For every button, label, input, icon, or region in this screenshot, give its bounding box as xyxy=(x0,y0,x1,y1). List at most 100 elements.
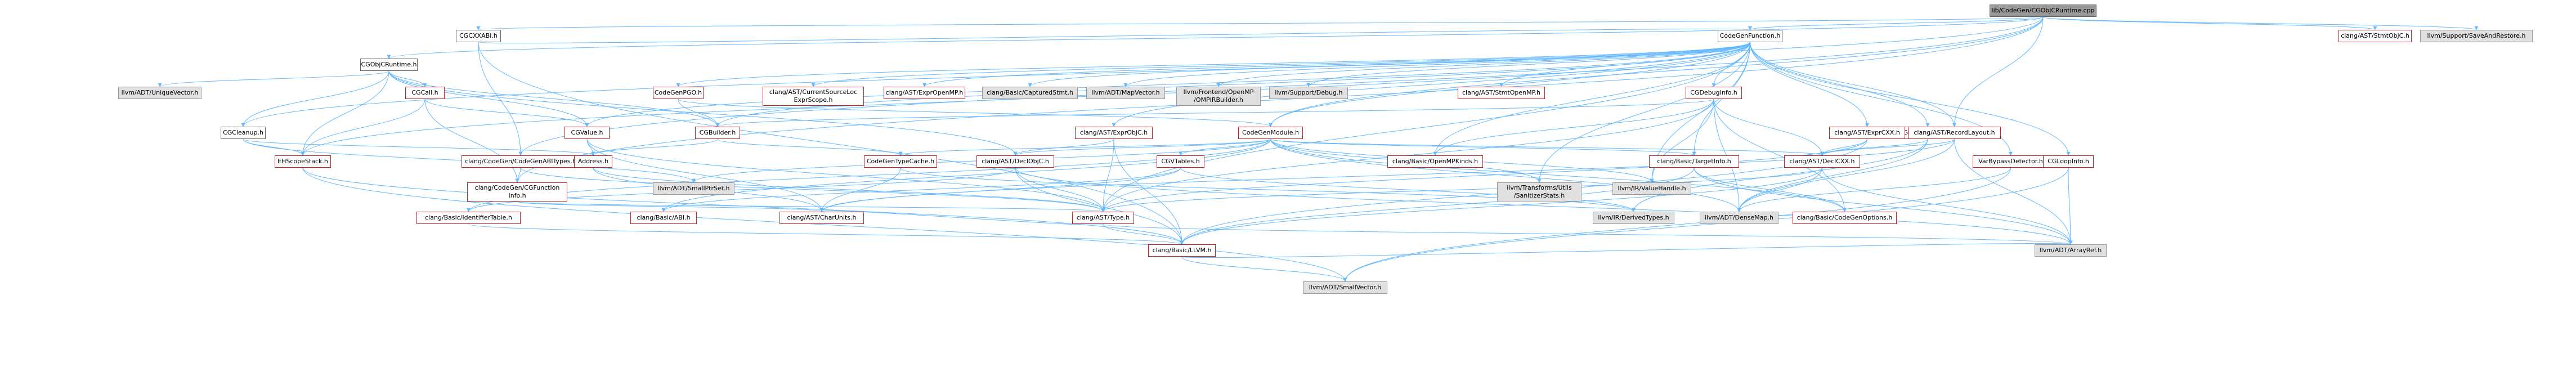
node-codegenmodule[interactable]: CodeGenModule.h xyxy=(1238,127,1303,139)
edge-asttype-to-arrayref xyxy=(1103,223,2072,245)
node-varbypass[interactable]: VarBypassDetector.h xyxy=(1973,155,2049,168)
edge-cgobjcruntime-to-cgbuilder xyxy=(388,70,720,127)
edge-cgdebuginfo-to-cgbuilder xyxy=(715,99,1714,127)
edge-cglooper-to-declcxx xyxy=(1820,138,1928,156)
edge-declcxx-to-densemap xyxy=(1737,167,1822,212)
edge-cgobjcruntime-to-uniquevector xyxy=(158,70,389,87)
node-basicabi[interactable]: clang/Basic/ABI.h xyxy=(630,212,697,224)
edge-cgdebuginfo-to-valuehandle xyxy=(1650,99,1714,183)
node-cursrcloc[interactable]: clang/AST/CurrentSourceLoc ExprScope.h xyxy=(763,87,864,106)
node-ehscopestack[interactable]: EHScopeStack.h xyxy=(275,155,331,168)
edge-cgloopinfo-to-smallvector xyxy=(1343,167,2069,282)
edge-asttype-to-basicllvm xyxy=(1103,223,1184,245)
node-uniquevector[interactable]: llvm/ADT/UniqueVector.h xyxy=(118,87,201,99)
node-cgdebuginfo[interactable]: CGDebugInfo.h xyxy=(1686,87,1742,99)
edge-cgloopinfo-to-arrayref xyxy=(2068,167,2073,245)
edge-declobjc-to-asttype xyxy=(1015,167,1105,212)
node-debug[interactable]: llvm/Support/Debug.h xyxy=(1269,87,1348,99)
edge-codegenfunction-to-openmpkinds xyxy=(1433,42,1750,156)
node-address[interactable]: Address.h xyxy=(574,155,612,168)
edge-codegenfunction-to-capturedstmt xyxy=(1028,42,1750,87)
edge-recordlayout-to-arrayref xyxy=(1954,138,2073,245)
edge-cgcxxabi-to-cgabitypes xyxy=(478,42,523,156)
edge-root-to-codegenfunction xyxy=(1748,16,2044,30)
edge-cgvtables-to-basicabi xyxy=(661,167,1181,212)
node-cgabitypes[interactable]: clang/CodeGen/CodeGenABITypes.h xyxy=(462,155,580,168)
node-stmtompt[interactable]: clang/AST/StmtOpenMP.h xyxy=(1458,87,1545,99)
node-cgfuncinfo[interactable]: clang/CodeGen/CGFunction Info.h xyxy=(467,182,567,202)
node-densemap[interactable]: llvm/ADT/DenseMap.h xyxy=(1700,212,1778,224)
edge-targetinfo-to-codegenoptions xyxy=(1694,167,1847,212)
node-mapvector[interactable]: llvm/ADT/MapVector.h xyxy=(1086,87,1165,99)
node-cgloopinfo[interactable]: CGLoopInfo.h xyxy=(2043,155,2094,168)
edge-cgobjcruntime-to-cgcleanup xyxy=(241,70,389,127)
edge-codegenfunction-to-cgloopinfo xyxy=(1750,42,2071,156)
node-cgcleanup[interactable]: CGCleanup.h xyxy=(221,127,266,139)
edge-root-to-cgfuncinfo xyxy=(515,16,2044,183)
node-exprompt[interactable]: clang/AST/ExprOpenMP.h xyxy=(884,87,965,99)
node-recordlayout[interactable]: clang/AST/RecordLayout.h xyxy=(1908,127,2001,139)
edge-declobjc-to-basicllvm xyxy=(1015,167,1184,245)
edge-cgtypecache-to-derivedtypes xyxy=(900,167,1636,212)
node-charunits[interactable]: clang/AST/CharUnits.h xyxy=(779,212,864,224)
edge-cgobjcruntime-to-ehscopestack xyxy=(301,70,389,156)
node-cgvtables[interactable]: CGVTables.h xyxy=(1157,155,1204,168)
node-smallptrset[interactable]: llvm/ADT/SmallPtrSet.h xyxy=(653,182,734,195)
node-root[interactable]: lib/CodeGen/CGObjCRuntime.cpp xyxy=(1990,5,2096,17)
edge-declcxx-to-basicllvm xyxy=(1180,167,1822,245)
node-targetinfo[interactable]: clang/Basic/TargetInfo.h xyxy=(1649,155,1739,168)
node-stmtobjc[interactable]: clang/AST/StmtObjC.h xyxy=(2338,30,2412,42)
edge-cglooper-to-densemap xyxy=(1737,138,1928,212)
node-smallvector[interactable]: llvm/ADT/SmallVector.h xyxy=(1303,281,1387,294)
node-saverestore[interactable]: llvm/Support/SaveAndRestore.h xyxy=(2420,30,2533,42)
node-cgobjcruntime[interactable]: CGObjCRuntime.h xyxy=(360,59,418,71)
edge-recordlayout-to-densemap xyxy=(1737,138,1955,212)
node-asttype[interactable]: clang/AST/Type.h xyxy=(1072,212,1134,224)
edge-codegenfunction-to-recordlayout xyxy=(1750,42,1956,127)
node-arrayref[interactable]: llvm/ADT/ArrayRef.h xyxy=(2035,244,2107,257)
node-openmpkinds[interactable]: clang/Basic/OpenMPKinds.h xyxy=(1387,155,1483,168)
edge-declcxx-to-arrayref xyxy=(1822,167,2073,245)
node-valuehandle[interactable]: llvm/IR/ValueHandle.h xyxy=(1612,182,1691,195)
edge-codegenmodule-to-cgtypecache xyxy=(898,138,1271,156)
node-declcxx[interactable]: clang/AST/DeclCXX.h xyxy=(1784,155,1860,168)
node-derivedtypes[interactable]: llvm/IR/DerivedTypes.h xyxy=(1593,212,1674,224)
edge-identifiertable-to-basicllvm xyxy=(468,223,1184,245)
edge-cgcall-to-cgfuncinfo xyxy=(424,99,519,183)
node-exprobjc[interactable]: clang/AST/ExprObjC.h xyxy=(1075,127,1153,139)
node-sanitizerstats[interactable]: llvm/Transforms/Utils /SanitizerStats.h xyxy=(1497,182,1582,202)
edge-root-to-cgobjcruntime xyxy=(387,16,2044,59)
node-cgcxxabi[interactable]: CGCXXABI.h xyxy=(456,30,501,42)
edge-codegenfunction-to-exprompt xyxy=(922,42,1750,87)
edge-basicllvm-to-arrayref xyxy=(1181,240,2072,258)
node-cgcall[interactable]: CGCall.h xyxy=(405,87,445,99)
node-identifiertable[interactable]: clang/Basic/IdentifierTable.h xyxy=(416,212,521,224)
node-exprcxx[interactable]: clang/AST/ExprCXX.h xyxy=(1829,127,1905,139)
edge-root-to-codegenmodule xyxy=(1269,16,2044,127)
edge-codegenfunction-to-codegenmodule xyxy=(1269,42,1750,127)
edge-recordlayout-to-declcxx xyxy=(1820,138,1955,156)
node-codegenoptions[interactable]: clang/Basic/CodeGenOptions.h xyxy=(1793,212,1897,224)
node-declobjc[interactable]: clang/AST/DeclObjC.h xyxy=(976,155,1054,168)
node-ompirbuilder[interactable]: llvm/Frontend/OpenMP /OMPIRBuilder.h xyxy=(1176,87,1261,106)
edge-codegenmodule-to-basicabi xyxy=(661,138,1271,212)
edge-codegenfunction-to-exprcxx xyxy=(1750,42,1869,127)
edge-cgdebuginfo-to-codegenoptions xyxy=(1713,99,1847,212)
node-cgtypecache[interactable]: CodeGenTypeCache.h xyxy=(864,155,937,168)
edge-codegenfunction-to-cgvalue xyxy=(585,42,1750,127)
edge-cgcxxabi-to-codegenfunction xyxy=(478,26,1751,44)
node-codegenfunction[interactable]: CodeGenFunction.h xyxy=(1718,30,1782,42)
edge-cgtypecache-to-charunits xyxy=(819,167,901,212)
edge-targetinfo-to-arrayref xyxy=(1694,167,2073,245)
node-capturedstmt[interactable]: clang/Basic/CapturedStmt.h xyxy=(982,87,1078,99)
node-basicllvm[interactable]: clang/Basic/LLVM.h xyxy=(1148,244,1216,257)
edge-cgfuncinfo-to-asttype xyxy=(517,201,1105,212)
edge-codegenpgo-to-cgbuilder xyxy=(678,99,720,127)
edge-cgvtables-to-charunits xyxy=(819,167,1181,212)
edge-cgfuncinfo-to-charunits xyxy=(517,201,824,212)
edge-address-to-asttype xyxy=(593,167,1105,212)
node-cgbuilder[interactable]: CGBuilder.h xyxy=(695,127,740,139)
edge-cgcleanup-to-ehscopestack xyxy=(243,138,305,156)
node-cgvalue[interactable]: CGValue.h xyxy=(565,127,610,139)
node-codegenpgo[interactable]: CodeGenPGO.h xyxy=(653,87,704,99)
